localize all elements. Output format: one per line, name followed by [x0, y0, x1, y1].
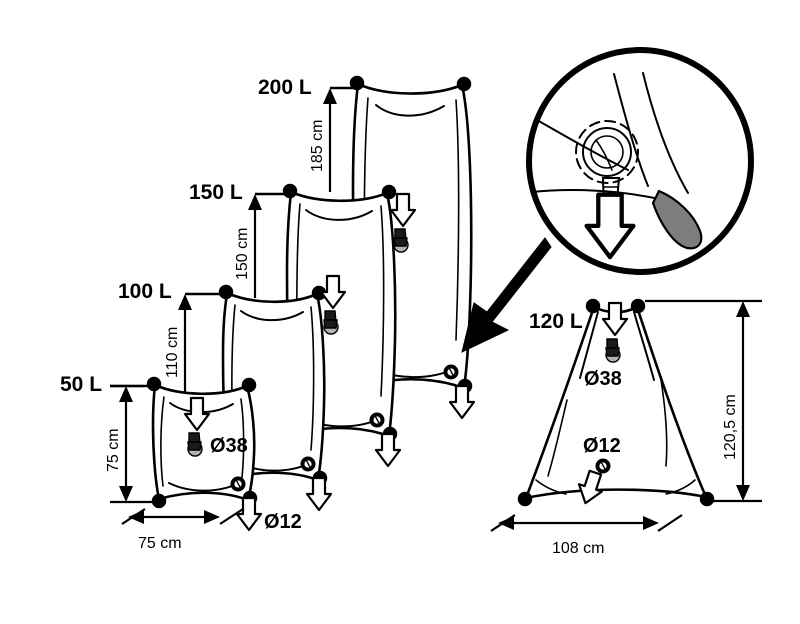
- dim-108-label: 108 cm: [552, 540, 604, 557]
- dim-75w-tick-right: [219, 508, 244, 525]
- tank-150l-corner-knob-tr: [381, 184, 397, 200]
- tank-120l-group: Ø38 Ø12: [517, 298, 715, 508]
- tank-100l-corner-knob-tl: [218, 284, 234, 300]
- dim-1205-arrowhead-top: [736, 301, 750, 317]
- callout-arrow-icon: [461, 237, 552, 353]
- dim-75h-label: 75 cm: [105, 428, 122, 472]
- tank-50l-crease-left: [160, 396, 165, 487]
- tank-120l-corner-knob-br: [699, 491, 715, 507]
- dim-110-arrowhead: [178, 294, 192, 310]
- tank-200l-crease-top: [375, 104, 445, 117]
- tank-200l-corner-knob-tr: [456, 76, 472, 92]
- detail-seam-left: [536, 119, 629, 171]
- tank-120l-drain-valve: [594, 457, 612, 475]
- tank-50l-corner-knob-bl: [151, 493, 167, 509]
- detail-seam-bottom: [531, 189, 665, 201]
- dim-75h-arrowhead-bottom: [119, 486, 133, 502]
- dim-185-label: 185 cm: [309, 120, 326, 172]
- tank-50l-drain-valve: [229, 475, 247, 493]
- tank-120l-foot-left: [535, 479, 567, 495]
- tank-120l-fill-port-label: Ø38: [584, 368, 622, 390]
- tank-200l-volume-label: 200 L: [258, 76, 312, 99]
- detail-seam-right: [642, 72, 689, 194]
- tank-100l-drain-valve: [299, 455, 317, 473]
- tank-150l-drain-flow-arrow: [374, 432, 402, 468]
- tank-100l-crease-top: [240, 310, 304, 322]
- tank-50l-corner-knob-tr: [241, 377, 257, 393]
- tank-120l-fold-left: [547, 399, 568, 477]
- detail-callout-group: [461, 47, 754, 353]
- dim-150-label: 150 cm: [234, 228, 251, 280]
- tank-200l-drain-valve: [442, 363, 460, 381]
- dim-108-arrowhead-right: [643, 516, 659, 530]
- detail-valve-collar-inner: [590, 135, 624, 169]
- tank-50l-volume-label: 50 L: [60, 373, 102, 396]
- tank-100l-fill-valve: [323, 310, 339, 335]
- detail-valve-collar-notch: [595, 139, 613, 171]
- dim-185-arrowhead: [323, 88, 337, 104]
- tank-120l-volume-label: 120 L: [529, 310, 583, 333]
- detail-valve-collar-mid: [582, 127, 632, 177]
- dim-75h-arrowhead-top: [119, 386, 133, 402]
- tank-50l-drain-flow-arrow: [235, 496, 263, 532]
- tank-120l-neck-right: [633, 311, 655, 381]
- tank-120l-fill-valve: [605, 338, 621, 363]
- tank-50l-corner-knob-tl: [146, 376, 162, 392]
- dim-110-label: 110 cm: [164, 327, 181, 378]
- tank-120l-corner-knob-tl: [585, 298, 601, 314]
- detail-seam-upper: [613, 73, 649, 187]
- tank-150l-crease-right: [380, 205, 385, 397]
- tank-120l-corner-knob-tr: [630, 298, 646, 314]
- tank-120l-body: [524, 305, 708, 500]
- tank-120l-drain-port-label: Ø12: [583, 435, 621, 457]
- dim-150-arrowhead: [248, 194, 262, 210]
- tank-100l-volume-label: 100 L: [118, 280, 172, 303]
- tank-120l-neck-left: [579, 311, 599, 379]
- dim-75w-arrowhead-right: [204, 510, 220, 524]
- tank-120l-fold-right: [660, 379, 668, 467]
- tank-120l-corner-knob-bl: [517, 491, 533, 507]
- dim-108-tick-right: [657, 514, 683, 532]
- tank-50l-fill-valve: [187, 432, 203, 457]
- tank-150l-volume-label: 150 L: [189, 181, 243, 204]
- tank-150l-drain-valve: [368, 411, 386, 429]
- tank-200l-crease-right: [455, 99, 460, 341]
- tank-200l-corner-knob-tl: [349, 75, 365, 91]
- tank-50l-group: Ø38 Ø12: [146, 376, 302, 533]
- dim-75w-label: 75 cm: [138, 535, 182, 552]
- dim-1205-arrowhead-bottom: [736, 485, 750, 501]
- tank-150l-crease-top: [305, 209, 373, 221]
- tank-100l-crease-right: [310, 306, 315, 451]
- tank-100l-drain-flow-arrow: [305, 476, 333, 512]
- detail-hose: [651, 189, 703, 250]
- detail-valve-collar-outer: [575, 120, 639, 184]
- tank-150l-fill-valve: [393, 228, 409, 253]
- tank-50l-drain-port-label: Ø12: [264, 511, 302, 533]
- dim-108-arrowhead-left: [498, 516, 514, 530]
- tank-120l-foot-right: [665, 479, 696, 495]
- dim-75w-arrowhead-left: [128, 510, 144, 524]
- dim-1205-label: 120,5 cm: [722, 394, 739, 460]
- tank-50l-fill-port-label: Ø38: [210, 435, 248, 457]
- tank-150l-corner-knob-tl: [282, 183, 298, 199]
